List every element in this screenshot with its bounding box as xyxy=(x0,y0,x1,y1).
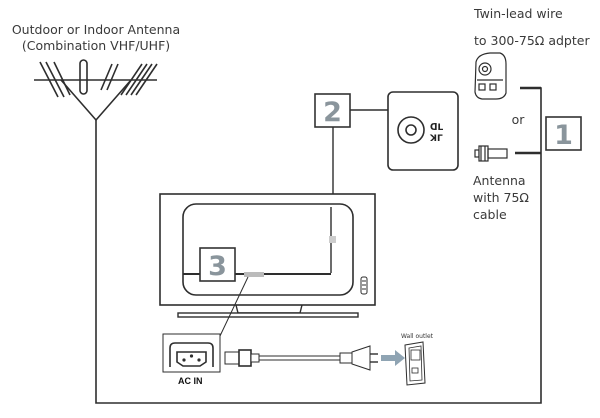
coax-connector-icon xyxy=(474,145,508,162)
antenna-label-line1: Outdoor or Indoor Antenna xyxy=(12,22,180,37)
wall-outlet-icon xyxy=(404,341,426,386)
step-1-number: 1 xyxy=(554,120,573,151)
step-2-number: 2 xyxy=(323,97,342,128)
svg-text:ꓘΓ: ꓘΓ xyxy=(429,134,443,144)
step-3-lead xyxy=(219,276,249,337)
coax-label-line2: with 75Ω xyxy=(473,190,529,205)
coax-label-line1: Antenna xyxy=(473,173,526,188)
ac-in-label: AC IN xyxy=(178,376,203,386)
antenna-label-line2: (Combination VHF/UHF) xyxy=(22,38,170,53)
step-3-badge: 3 xyxy=(199,247,236,282)
step-1-badge: 1 xyxy=(545,116,582,151)
coax-label-line3: cable xyxy=(473,207,507,222)
step-3-number: 3 xyxy=(208,251,227,282)
power-cord-icon xyxy=(224,345,378,371)
twin-lead-label-line2: to 300-75Ω adpter xyxy=(474,33,590,48)
step-2-badge: 2 xyxy=(314,93,351,128)
or-label: or xyxy=(512,112,526,127)
ac-in-socket-icon xyxy=(162,333,221,373)
antenna-input-jack-icon: ᗡL ꓘΓ xyxy=(387,91,459,171)
plug-in-arrow-icon xyxy=(381,350,405,366)
wall-outlet-label: Wall outlet xyxy=(401,333,434,340)
tv-icon xyxy=(159,193,376,318)
adapter-icon xyxy=(474,52,507,100)
antenna-icon xyxy=(34,59,158,121)
twin-lead-label-line1: Twin-lead wire xyxy=(473,6,563,21)
svg-text:ᗡL: ᗡL xyxy=(430,123,443,133)
